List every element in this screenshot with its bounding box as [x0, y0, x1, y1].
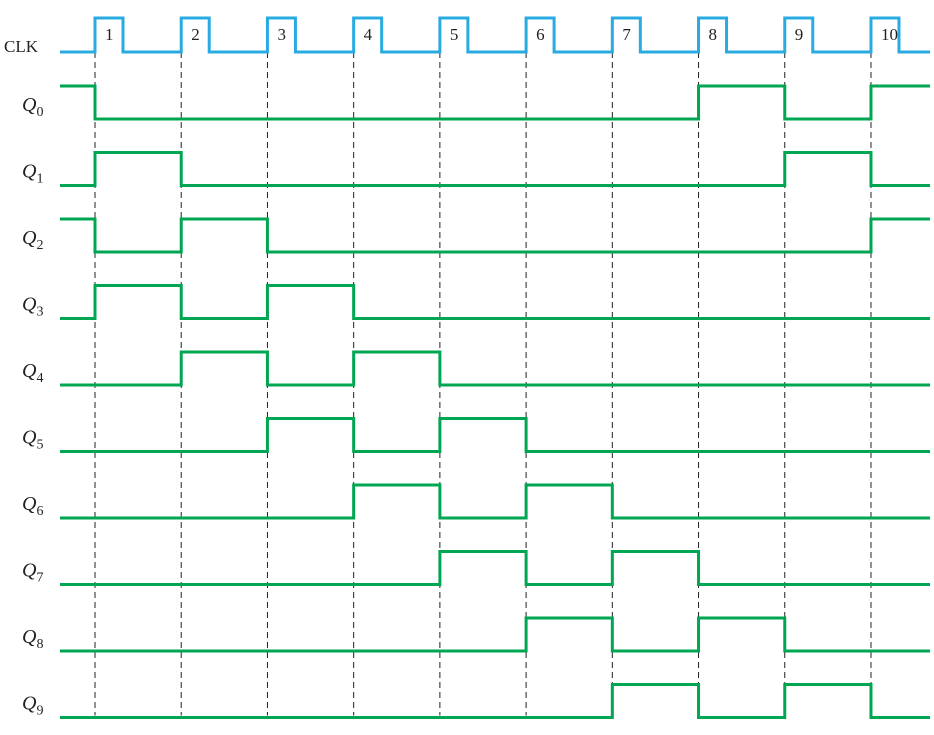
- waveform-q1: [60, 151, 930, 187]
- signal-label-q9: Q9: [22, 693, 43, 719]
- pulse-number-6: 6: [536, 25, 545, 44]
- signal-q1: Q1: [22, 151, 930, 187]
- pulse-number-10: 10: [881, 25, 898, 44]
- pulse-number-2: 2: [191, 25, 200, 44]
- waveform-q8: [60, 616, 930, 653]
- pulse-number-3: 3: [277, 25, 286, 44]
- waveform-q0: [60, 84, 930, 121]
- clock-label: CLK: [4, 37, 39, 56]
- signal-label-q3: Q3: [22, 294, 43, 320]
- signal-label-q2: Q2: [22, 227, 43, 253]
- signal-label-q4: Q4: [22, 360, 43, 386]
- waveform-q7: [60, 550, 930, 586]
- clock-signal: CLK 1 2 3 4 5 6 7 8 9 10: [4, 16, 930, 56]
- signal-q2: Q2: [22, 217, 930, 254]
- pulse-number-8: 8: [709, 25, 718, 44]
- signal-q9: Q9: [22, 683, 930, 719]
- pulse-number-9: 9: [795, 25, 804, 44]
- signal-label-q1: Q1: [22, 161, 43, 187]
- signal-q5: Q5: [22, 417, 930, 453]
- signal-q6: Q6: [22, 483, 930, 520]
- signal-label-q7: Q7: [22, 560, 43, 586]
- signal-q4: Q4: [22, 350, 930, 387]
- waveform-q5: [60, 417, 930, 453]
- signal-q3: Q3: [22, 284, 930, 320]
- clock-waveform: [60, 16, 930, 54]
- signal-q8: Q8: [22, 616, 930, 653]
- signal-label-q5: Q5: [22, 427, 43, 453]
- signal-label-q0: Q0: [22, 94, 43, 120]
- signal-label-q6: Q6: [22, 493, 43, 519]
- signal-q7: Q7: [22, 550, 930, 586]
- pulse-number-5: 5: [450, 25, 459, 44]
- waveform-q3: [60, 284, 930, 320]
- clock-pulse-numbers: 1 2 3 4 5 6 7 8 9 10: [105, 25, 898, 44]
- pulse-number-1: 1: [105, 25, 114, 44]
- waveform-q2: [60, 217, 930, 254]
- signal-label-q8: Q8: [22, 626, 43, 652]
- pulse-number-7: 7: [622, 25, 631, 44]
- waveform-q9: [60, 683, 930, 719]
- signal-q0: Q0: [22, 84, 930, 121]
- waveform-q4: [60, 350, 930, 387]
- pulse-number-4: 4: [364, 25, 373, 44]
- waveform-q6: [60, 483, 930, 520]
